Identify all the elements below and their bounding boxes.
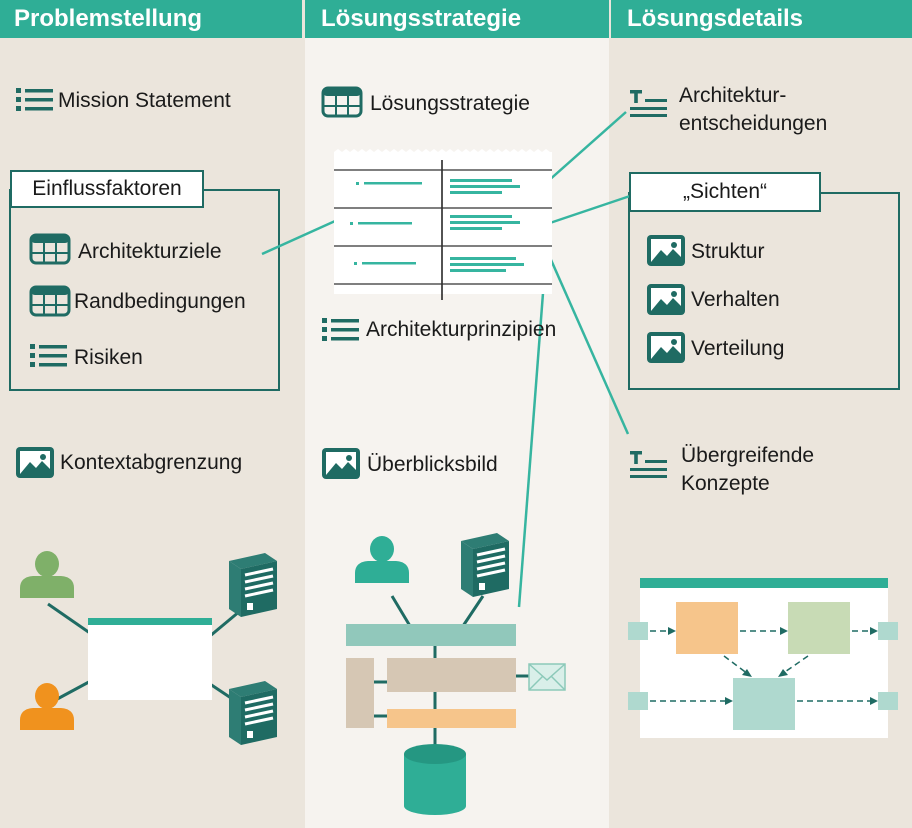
column-header-loesungsstrategie: Lösungsstrategie	[305, 0, 609, 38]
context-illustration	[20, 551, 279, 747]
connector-lines	[261, 111, 631, 608]
uebergreifende-konzepte-label: Übergreifende Konzepte	[681, 442, 814, 498]
concepts-illustration	[628, 578, 898, 738]
server-icon	[227, 679, 279, 747]
image-icon	[647, 284, 685, 315]
randbedingungen-label: Randbedingungen	[74, 290, 246, 313]
image-icon	[647, 332, 685, 363]
loesungsstrategie-label: Lösungsstrategie	[370, 92, 530, 115]
column-header-loesungsdetails: Lösungsdetails	[611, 0, 912, 38]
strategy-table-illustration	[334, 149, 552, 300]
struktur-label: Struktur	[691, 240, 765, 263]
verteilung-label: Verteilung	[691, 337, 785, 360]
server-icon	[459, 531, 511, 599]
kontextabgrenzung-label: Kontextabgrenzung	[60, 451, 243, 474]
risiken-label: Risiken	[74, 346, 143, 369]
architekturentscheidungen-label: Architektur- entscheidungen	[679, 82, 827, 138]
mission-statement-label: Mission Statement	[58, 89, 231, 112]
image-icon	[647, 235, 685, 266]
server-icon	[227, 551, 279, 619]
architekturentscheidungen-line1: Architektur-	[679, 84, 787, 107]
architekturziele-label: Architekturziele	[78, 240, 222, 263]
envelope-icon	[528, 663, 566, 691]
verhalten-label: Verhalten	[691, 288, 780, 311]
architekturprinzipien-label: Architekturprinzipien	[366, 318, 557, 341]
uebergreifende-line2: Konzepte	[681, 472, 770, 495]
uebergreifende-line1: Übergreifende	[681, 444, 815, 467]
column-header-problemstellung: Problemstellung	[0, 0, 302, 38]
architekturentscheidungen-line2: entscheidungen	[679, 112, 828, 135]
einflussfaktoren-title: Einflussfaktoren	[10, 170, 204, 208]
overview-illustration	[346, 531, 566, 815]
image-icon	[322, 448, 360, 479]
sichten-title: „Sichten“	[629, 172, 821, 212]
ueberblicksbild-label: Überblicksbild	[367, 453, 498, 476]
image-icon	[16, 447, 54, 478]
